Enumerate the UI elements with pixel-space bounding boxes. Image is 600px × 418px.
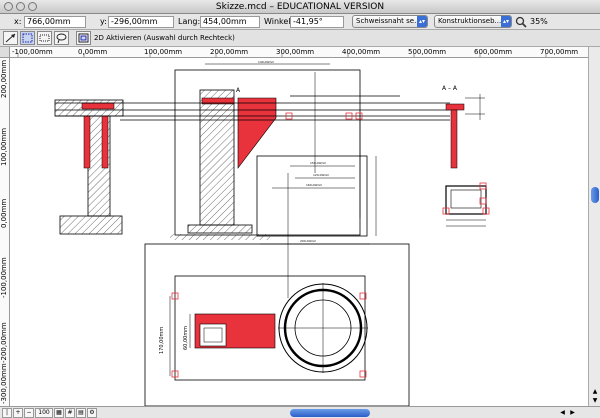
window-controls [4, 2, 37, 11]
scroll-left-arrow-icon[interactable]: ◀ [560, 409, 565, 416]
select-arrows-icon: ▴▾ [417, 16, 427, 27]
dimension-lines [205, 63, 377, 298]
ruler-left-label: -200,00mm [0, 322, 8, 363]
drawing-canvas[interactable]: 140,00mm 150,00mm 120,00mm 160,00mm 200,… [10, 58, 588, 406]
scroll-right-arrow-icon[interactable]: ▶ [570, 409, 575, 416]
ruler-left: 200,00mm 100,00mm 0,00mm -100,00mm -200,… [0, 58, 10, 406]
print-icon[interactable]: ▤ [76, 408, 86, 418]
ruler-top-label: 100,00mm [144, 48, 183, 56]
cad-drawing[interactable]: 140,00mm 150,00mm 120,00mm 160,00mm 200,… [10, 58, 588, 406]
ruler-top-label: 600,00mm [474, 48, 513, 56]
ruler-top-label: 700,00mm [540, 48, 579, 56]
minimize-window-button[interactable] [16, 2, 25, 11]
select-arrows-icon: ▴▾ [501, 16, 511, 27]
horizontal-scrollbar[interactable]: ◀ ▶ [100, 408, 578, 418]
angle-field[interactable]: -41,95° [290, 16, 344, 28]
construction-select-value: Konstruktionseb... [438, 17, 502, 25]
frame-icon [39, 34, 50, 42]
magnifier-icon[interactable] [515, 16, 527, 28]
2d-grid-icon [78, 33, 89, 43]
scroll-down-arrow-icon[interactable]: ▼ [592, 397, 598, 404]
detail-box-part[interactable] [442, 182, 490, 227]
lang-label: Lang: [178, 17, 201, 26]
grid-icon[interactable]: # [65, 408, 75, 418]
ruler-top-label: -100,00mm [12, 48, 53, 56]
zoom-window-button[interactable] [28, 2, 37, 11]
horizontal-beams [55, 95, 450, 121]
zoom-in-icon[interactable]: + [13, 408, 23, 418]
dimension-label: 140,00mm [258, 60, 274, 64]
select-frame-tool[interactable] [37, 31, 52, 45]
ruler-left-label: -300,00mm [0, 363, 8, 404]
ruler-left-label: 0,00mm [0, 198, 8, 228]
ruler-top: -100,00mm 0,00mm 100,00mm 200,00mm 300,0… [10, 47, 588, 58]
select-rectangle-tool[interactable] [20, 31, 35, 45]
zoom-out-icon[interactable]: − [24, 408, 34, 418]
ruler-corner [0, 47, 10, 58]
2d-activate-tool[interactable] [76, 31, 91, 45]
dimension-label: 160,00mm [306, 183, 322, 187]
title-bar: Skizze.mcd – EDUCATIONAL VERSION [0, 0, 600, 14]
ruler-top-label: 300,00mm [276, 48, 315, 56]
y-field[interactable]: -296,00mm [108, 16, 174, 28]
tool-bar: 2D Aktivieren (Auswahl durch Rechteck) [0, 30, 600, 47]
ruler-top-label: 400,00mm [342, 48, 381, 56]
dimension-label: 60,00mm [183, 326, 189, 350]
diagonal-arrow-icon [5, 33, 16, 43]
ruler-top-ticks [17, 53, 547, 57]
snap-markers [285, 112, 363, 120]
y-label: y: [100, 17, 107, 26]
ruler-left-label: -100,00mm [0, 257, 8, 298]
weld-select-value: Schweissnaht se... [356, 17, 421, 25]
weld-select[interactable]: Schweissnaht se... ▴▾ [352, 15, 428, 28]
ground-hatch [170, 234, 270, 240]
x-field[interactable]: 766,00mm [24, 16, 86, 28]
page-first-button[interactable]: | [2, 408, 12, 418]
ruler-left-label: 200,00mm [0, 59, 8, 98]
plan-view-part[interactable]: 170,00mm 60,00mm [159, 283, 368, 378]
left-support-part[interactable] [54, 99, 124, 235]
layer-icon[interactable]: ▦ [54, 408, 64, 418]
tool-hint: 2D Aktivieren (Auswahl durch Rechteck) [94, 34, 235, 42]
dotted-rectangle-icon [22, 33, 33, 43]
lasso-tool[interactable] [54, 31, 69, 45]
dimension-label: 150,00mm [310, 161, 326, 165]
section-view-part[interactable]: A – A [442, 85, 485, 169]
section-label: A – A [442, 85, 458, 92]
length-field[interactable]: 454,00mm [200, 16, 260, 28]
center-column-part[interactable] [187, 89, 277, 234]
dimension-label: 170,00mm [159, 327, 165, 354]
settings-icon[interactable]: ⚙ [87, 408, 97, 418]
ruler-top-label: 200,00mm [210, 48, 249, 56]
dimension-label: 120,00mm [313, 173, 329, 177]
coordinates-bar: x: 766,00mm y: -296,00mm Lang: 454,00mm … [0, 14, 600, 30]
horizontal-scroll-thumb[interactable] [290, 409, 370, 417]
section-marker: A [236, 87, 241, 94]
zoom-level: 35% [530, 17, 548, 26]
vertical-scrollbar[interactable]: ▲ ▼ [588, 47, 600, 406]
x-label: x: [14, 17, 22, 26]
select-arrow-tool[interactable] [3, 31, 18, 45]
close-window-button[interactable] [4, 2, 13, 11]
scroll-up-arrow-icon[interactable]: ▲ [592, 388, 598, 395]
vertical-scroll-thumb[interactable] [591, 187, 599, 203]
ruler-top-label: 500,00mm [408, 48, 447, 56]
ruler-top-label: 0,00mm [78, 48, 108, 56]
lasso-icon [56, 33, 67, 44]
page-number[interactable]: 100 [35, 408, 53, 418]
winkel-label: Winkel: [264, 17, 294, 26]
dimension-label: 200,00mm [300, 239, 316, 243]
ruler-left-label: 100,00mm [0, 127, 8, 166]
construction-select[interactable]: Konstruktionseb... ▴▾ [434, 15, 512, 28]
window-title: Skizze.mcd – EDUCATIONAL VERSION [215, 2, 385, 12]
status-bar: | + − 100 ▦ # ▤ ⚙ ◀ ▶ [0, 406, 600, 418]
